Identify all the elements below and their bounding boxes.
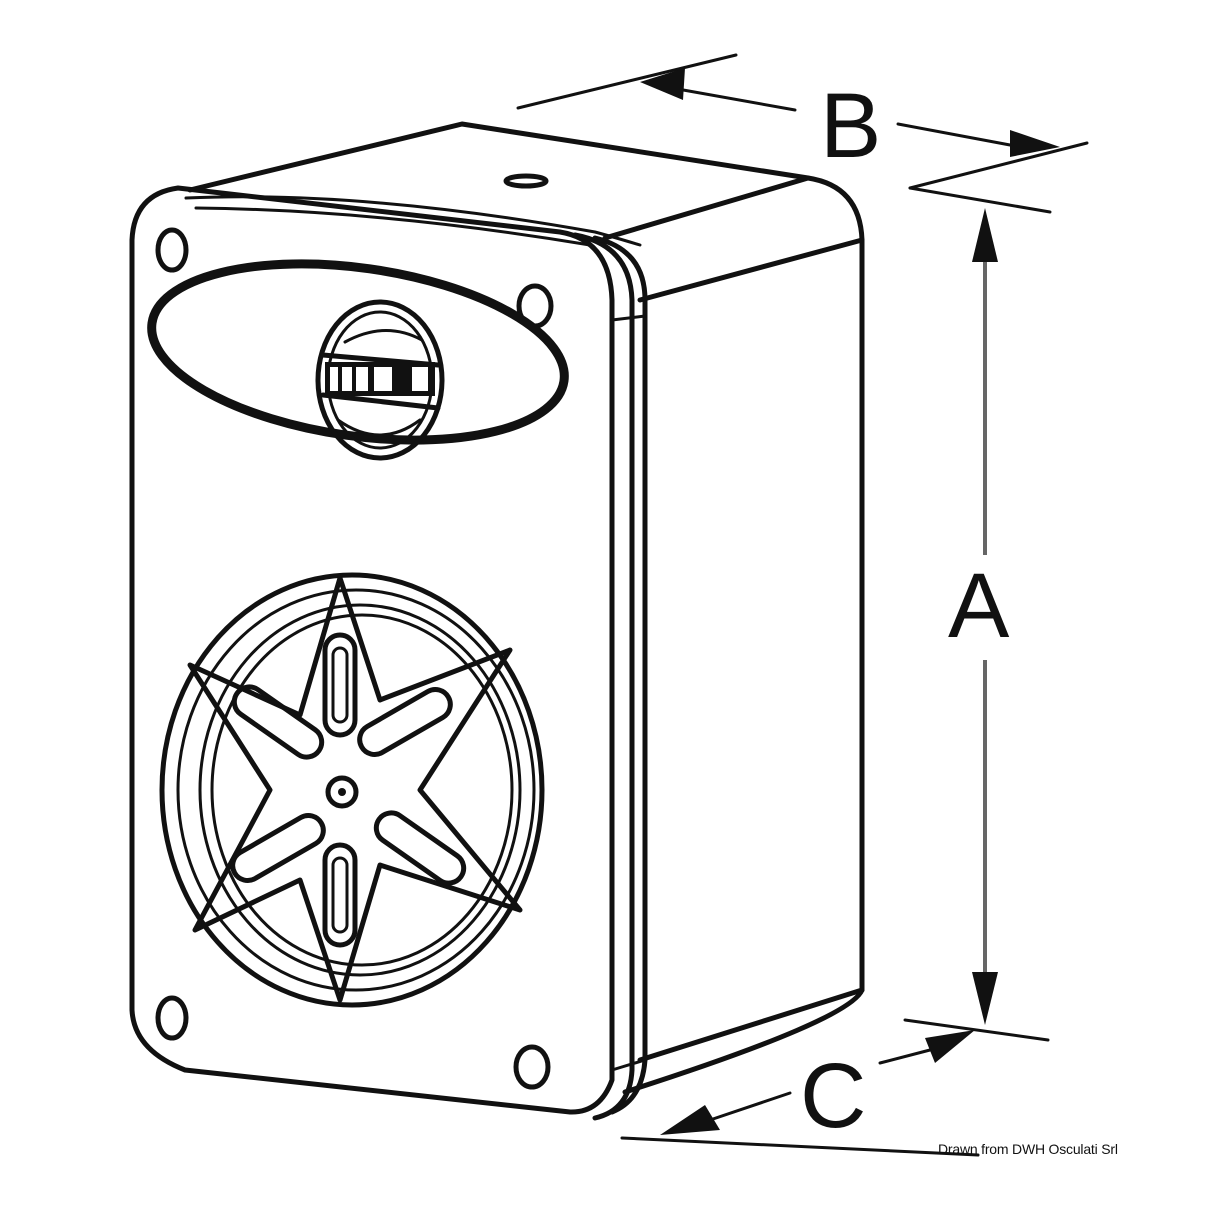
tweeter-icon	[315, 299, 445, 461]
speaker-box-body	[184, 121, 865, 1095]
dimension-label-c: C	[800, 1045, 867, 1147]
mounting-hole-bottom-left	[155, 995, 189, 1041]
dimension-label-b: B	[820, 75, 882, 177]
woofer-grille	[159, 572, 545, 1008]
credit-text: Drawn from DWH Osculati Srl	[938, 1141, 1118, 1157]
dimension-c	[620, 1030, 980, 1157]
star-grille-icon	[187, 575, 523, 1003]
tweeter-panel	[147, 259, 569, 461]
dimension-a	[903, 208, 1050, 1042]
mounting-hole-top-left	[155, 227, 189, 273]
front-baffle	[129, 185, 648, 1121]
dimension-label-a: A	[948, 555, 1010, 657]
dimension-b	[516, 53, 1089, 214]
mounting-hole-bottom-right	[513, 1044, 551, 1090]
